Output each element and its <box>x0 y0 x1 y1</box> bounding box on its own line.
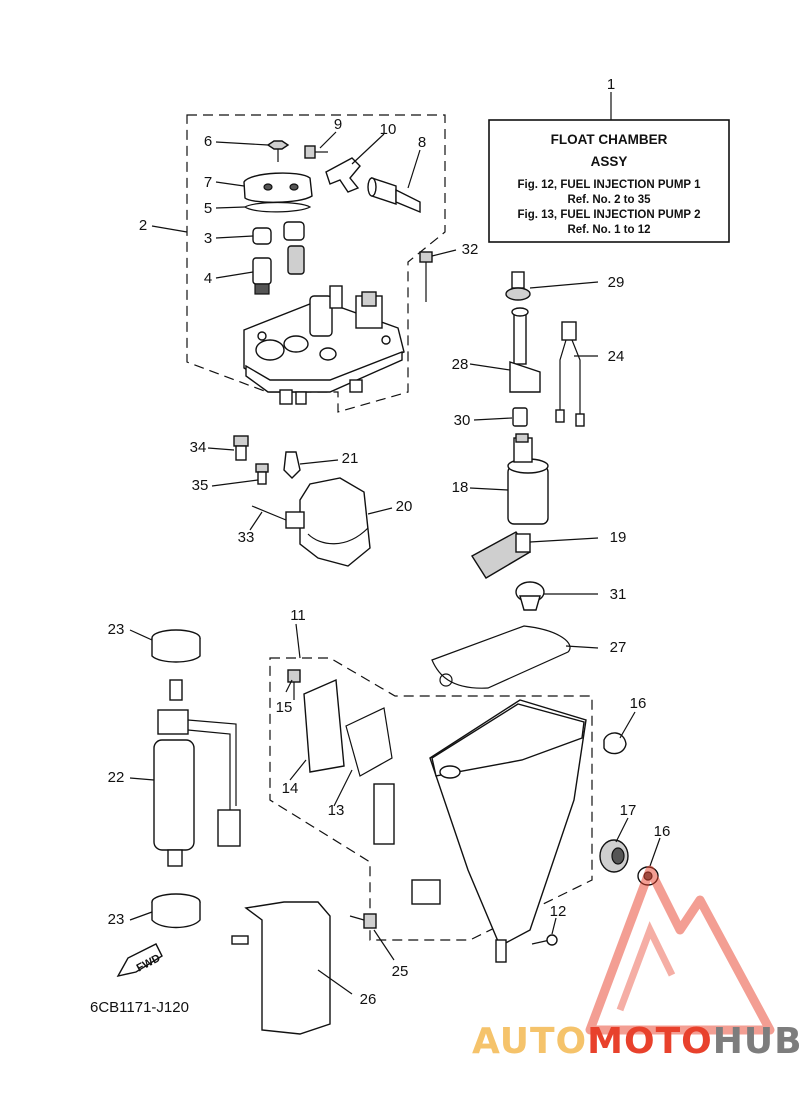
callout-29: 29 <box>608 274 625 291</box>
callout-20: 20 <box>396 498 413 515</box>
callout-4: 4 <box>204 270 212 287</box>
part-18-pump <box>507 433 549 525</box>
part-3-collar <box>252 221 305 245</box>
part-9-bolt <box>304 145 328 159</box>
callout-9: 9 <box>334 116 342 133</box>
part-34-screw <box>233 435 249 461</box>
part-7-cover <box>243 172 313 203</box>
callout-18: 18 <box>452 479 469 496</box>
group-boundary-upper <box>186 114 446 413</box>
callout-35: 35 <box>192 477 209 494</box>
watermark-moto: MOTO <box>587 1021 713 1062</box>
part-33-pin <box>251 505 287 521</box>
callout-11: 11 <box>290 607 306 624</box>
leader-lines <box>129 92 661 995</box>
info-box-line2: Ref. No. 2 to 35 <box>567 194 651 206</box>
callout-16a: 16 <box>630 695 647 712</box>
part-21-nozzle <box>283 451 301 479</box>
callout-3: 3 <box>204 230 212 247</box>
part-31-clip <box>515 581 545 611</box>
part-26-bracket <box>244 901 331 1035</box>
watermark-text: AUTOMOTOHUB <box>472 1021 800 1062</box>
callout-25: 25 <box>392 963 409 980</box>
watermark-logo <box>585 865 775 1035</box>
callout-26: 26 <box>360 991 377 1008</box>
callout-16b: 16 <box>654 823 671 840</box>
callout-7: 7 <box>204 174 212 191</box>
part-19-filter <box>471 531 532 579</box>
part-15-screw <box>287 669 301 700</box>
part-16-grommet-upper <box>603 732 627 755</box>
part-11-float-chamber <box>373 699 587 963</box>
part-27-gasket <box>431 625 571 689</box>
callout-10: 10 <box>380 121 397 138</box>
callout-14: 14 <box>282 780 299 797</box>
callout-34: 34 <box>190 439 207 456</box>
callout-17: 17 <box>620 802 637 819</box>
part-13-gasket <box>345 707 393 777</box>
part-23-seal-bottom <box>151 893 201 929</box>
callout-32: 32 <box>462 241 479 258</box>
callout-21: 21 <box>342 450 359 467</box>
part-8-fitting <box>367 177 421 214</box>
svg-text:AUTOMOTOHUB: AUTOMOTOHUB <box>472 1021 800 1062</box>
fwd-arrow-icon: FWD <box>116 943 163 978</box>
callout-28: 28 <box>452 356 469 373</box>
callout-23a: 23 <box>108 621 125 638</box>
callout-2: 2 <box>139 217 147 234</box>
part-24-harness <box>555 321 585 427</box>
part-10-bracket <box>325 157 361 193</box>
part-4-sleeve <box>252 257 272 295</box>
part-20-cover <box>285 477 371 567</box>
callout-8: 8 <box>418 134 426 151</box>
part-25-bolt <box>349 913 377 929</box>
callout-27: 27 <box>610 639 627 656</box>
callout-5: 5 <box>204 200 212 217</box>
part-32-screw <box>419 251 433 302</box>
info-box-line4: Ref. No. 1 to 12 <box>567 224 650 236</box>
watermark-hub: HUB <box>713 1021 800 1062</box>
info-box-title: FLOAT CHAMBER <box>551 132 668 147</box>
info-box-subtitle: ASSY <box>591 154 628 169</box>
filter <box>287 245 305 275</box>
part-29-grommet <box>505 271 531 301</box>
callout-19: 19 <box>610 529 627 546</box>
callout-30: 30 <box>454 412 471 429</box>
part-17-mount <box>599 839 629 873</box>
info-box: FLOAT CHAMBER ASSY Fig. 12, FUEL INJECTI… <box>488 119 730 243</box>
info-box-line3: Fig. 13, FUEL INJECTION PUMP 2 <box>518 209 701 221</box>
part-5-gasket <box>243 201 312 213</box>
part-30-spacer <box>512 407 528 427</box>
diagram-code: 6CB1171-J120 <box>90 999 189 1016</box>
part-12-screw <box>531 934 558 946</box>
callout-22: 22 <box>108 769 125 786</box>
callout-13: 13 <box>328 802 345 819</box>
callout-6: 6 <box>204 133 212 150</box>
callout-24: 24 <box>608 348 625 365</box>
part-23-seal-top <box>151 629 201 663</box>
part-14-plate <box>303 678 345 773</box>
callout-23b: 23 <box>108 911 125 928</box>
part-6-screw <box>266 140 290 162</box>
callout-15: 15 <box>276 699 293 716</box>
part-28-damper <box>509 307 541 393</box>
part-2-chamber-body <box>243 285 405 405</box>
callout-31: 31 <box>610 586 627 603</box>
part-22-fuel-pump <box>153 679 241 867</box>
info-box-line1: Fig. 12, FUEL INJECTION PUMP 1 <box>518 179 702 191</box>
callout-labels: 1 2 3 4 5 6 7 8 9 10 11 12 13 14 15 16 1… <box>108 76 671 1008</box>
watermark-auto: AUTO <box>472 1021 587 1062</box>
callout-33: 33 <box>238 529 255 546</box>
callout-12: 12 <box>550 903 567 920</box>
part-35-screw <box>255 463 269 485</box>
callout-1: 1 <box>607 76 615 93</box>
